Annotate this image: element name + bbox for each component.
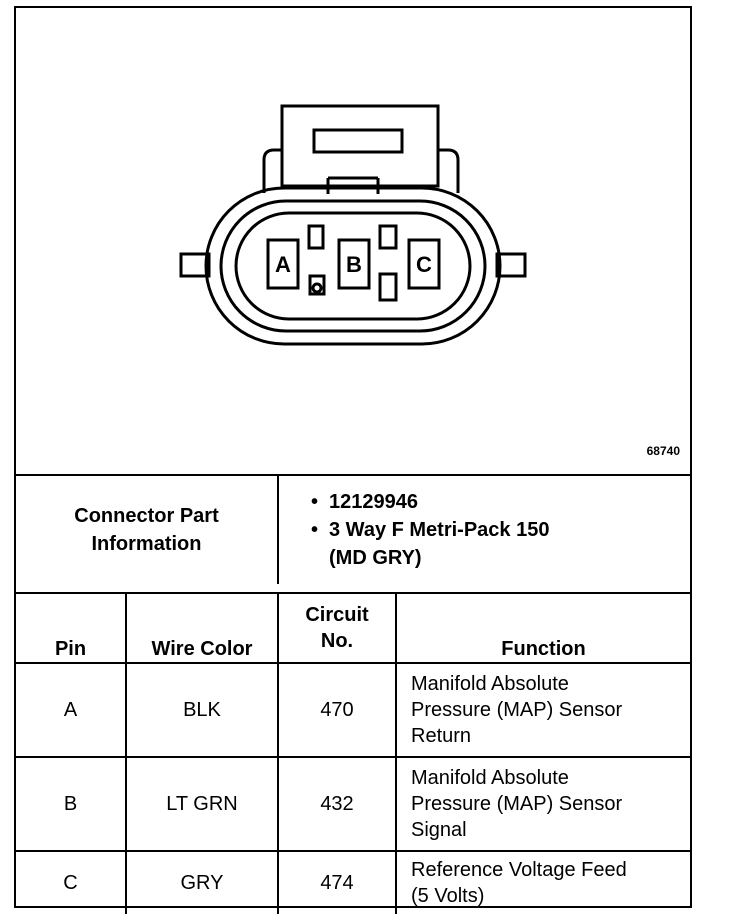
pin-label-a: A — [275, 252, 291, 277]
connector-diagram: A B C 68740 — [16, 8, 690, 476]
connector-sheet: A B C 68740 Connector Part Information 1… — [14, 6, 692, 914]
connector-part-row: Connector Part Information 12129946 3 Wa… — [16, 476, 691, 584]
cavity-a — [266, 238, 300, 290]
table-row: B LT GRN 432 Manifold Absolute Pressure … — [16, 756, 690, 852]
right-ear — [495, 252, 527, 278]
function-cell: Manifold Absolute Pressure (MAP) Sensor … — [395, 662, 690, 758]
connector-part-details: 12129946 3 Way F Metri-Pack 150 (MD GRY) — [276, 476, 691, 584]
key-1 — [307, 224, 325, 250]
wire-color-cell: BLK — [125, 662, 279, 758]
table-row: C GRY 474 Reference Voltage Feed (5 Volt… — [16, 850, 690, 914]
key-3 — [378, 272, 398, 302]
housing-outer — [204, 186, 502, 346]
pinout-header-row: Pin Wire Color Circuit No. Function — [16, 592, 690, 664]
pin-cell: C — [16, 850, 127, 914]
pin-label-b: B — [346, 252, 362, 277]
left-ear — [179, 252, 211, 278]
header-pin: Pin — [16, 592, 127, 664]
part-color: (MD GRY) — [329, 547, 422, 569]
latch-slot — [312, 128, 404, 154]
wire-color-cell: GRY — [125, 850, 279, 914]
circuit-cell: 474 — [277, 850, 397, 914]
housing-inner — [234, 211, 472, 321]
connector-info-table: Connector Part Information 12129946 3 Wa… — [16, 476, 691, 584]
header-circuit: Circuit No. — [277, 592, 397, 664]
pin-cell: A — [16, 662, 127, 758]
circuit-cell: 432 — [277, 756, 397, 852]
wire-color-cell: LT GRN — [125, 756, 279, 852]
pinout-table: Pin Wire Color Circuit No. Function A BL… — [16, 592, 690, 914]
table-row: A BLK 470 Manifold Absolute Pressure (MA… — [16, 662, 690, 758]
latch-right-shoulder — [438, 148, 460, 193]
header-wire-color: Wire Color — [125, 592, 279, 664]
cavity-b — [337, 238, 371, 290]
pin-label-c: C — [416, 252, 432, 277]
part-description: 3 Way F Metri-Pack 150 (MD GRY) — [311, 516, 690, 572]
circuit-cell: 470 — [277, 662, 397, 758]
part-number: 12129946 — [311, 488, 690, 516]
latch-left-shoulder — [262, 148, 282, 193]
function-cell: Reference Voltage Feed (5 Volts) — [395, 850, 690, 914]
key-2 — [378, 224, 398, 250]
housing-middle — [219, 199, 487, 333]
latch-tab — [280, 104, 440, 188]
connector-drawing: A B C — [179, 104, 527, 346]
figure-id: 68740 — [646, 444, 680, 458]
connector-part-label: Connector Part Information — [16, 476, 279, 584]
key-4-dot — [311, 282, 323, 294]
header-function: Function — [395, 592, 690, 664]
function-cell: Manifold Absolute Pressure (MAP) Sensor … — [395, 756, 690, 852]
key-4 — [308, 274, 326, 296]
pin-cell: B — [16, 756, 127, 852]
cavity-c — [407, 238, 441, 290]
